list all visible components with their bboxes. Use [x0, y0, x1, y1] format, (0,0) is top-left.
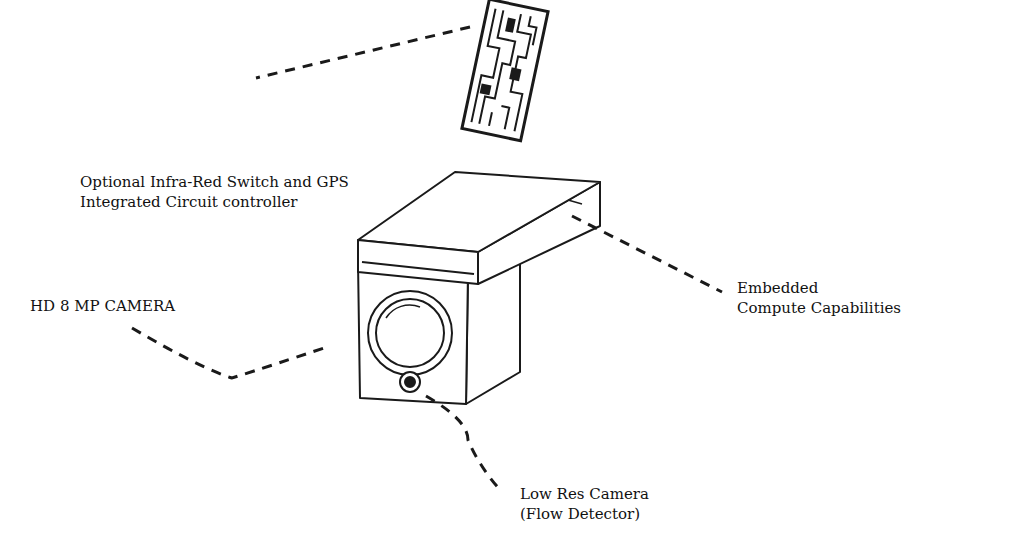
trace	[489, 112, 492, 126]
low-res-pupil	[405, 377, 415, 387]
board-chips	[480, 15, 532, 101]
leader-line	[132, 328, 330, 378]
callout-label: Low Res Camera (Flow Detector)	[520, 484, 649, 524]
trace	[525, 16, 539, 45]
hood-edge	[362, 262, 474, 274]
board-traces	[471, 9, 538, 132]
body-front	[358, 262, 468, 404]
callout-label: Optional Infra-Red Switch and GPS Integr…	[80, 172, 349, 212]
callout-label: HD 8 MP CAMERA	[30, 296, 175, 316]
hood-seam	[568, 200, 582, 204]
trace	[497, 14, 539, 131]
lens-glint	[386, 305, 420, 318]
board-outline	[462, 0, 548, 141]
circuit-board	[462, 0, 548, 141]
chip	[509, 67, 521, 81]
leader-line	[572, 216, 722, 292]
hood-front	[358, 240, 478, 284]
chip	[480, 83, 492, 95]
trace	[497, 106, 509, 129]
lens-glass	[376, 299, 444, 367]
lens-ring	[368, 291, 452, 375]
hood-top	[358, 172, 600, 252]
callout-label: Embedded Compute Capabilities	[737, 278, 901, 318]
camera-body	[358, 172, 600, 404]
chip	[505, 17, 516, 32]
low-res-lens	[400, 372, 420, 392]
leader-line	[256, 27, 470, 78]
trace	[479, 10, 521, 127]
leader-lines	[132, 27, 722, 492]
leader-line	[426, 396, 502, 492]
